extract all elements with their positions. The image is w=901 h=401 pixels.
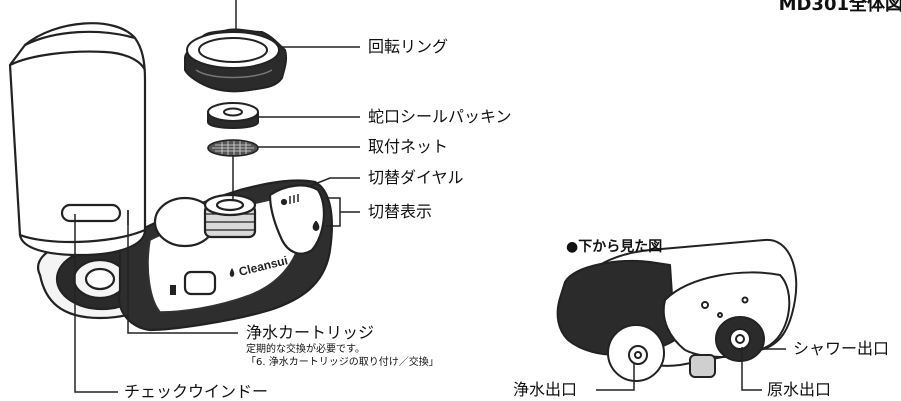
bottom-view-illustration [556,238,798,382]
filter-cartridge [8,22,147,257]
label-faucet-seal: 蛇口シールパッキン [368,107,512,126]
leader-lines [74,0,360,393]
rotation-ring-part [184,28,288,93]
bottom-view-title: ●下から見た図 [566,239,663,255]
model-title: MD301全体図 [778,0,901,15]
label-filtered-outlet: 浄水出口 [513,380,578,399]
label-switch-indicator: 切替表示 [368,202,433,221]
label-shower-outlet: シャワー出口 [793,339,890,358]
faucet-seal-part [207,102,259,129]
cartridge-note-2: 「6. 浄水カートリッジの取り付け／交換」 [246,357,439,368]
bottom-view-leader-lines [596,347,786,391]
label-mesh: 取付ネット [368,137,449,156]
mesh-part [207,139,259,157]
label-rotation-ring: 回転リング [368,37,449,56]
label-raw-outlet: 原水出口 [767,380,832,399]
label-check-window: チェックウインドー [124,382,269,401]
cartridge-note-1: 定期的な交換が必要です。 [246,344,365,355]
main-device-illustration [8,22,333,332]
label-cartridge: 浄水カートリッジ [246,323,375,342]
label-switch-dial: 切替ダイヤル [368,168,464,187]
